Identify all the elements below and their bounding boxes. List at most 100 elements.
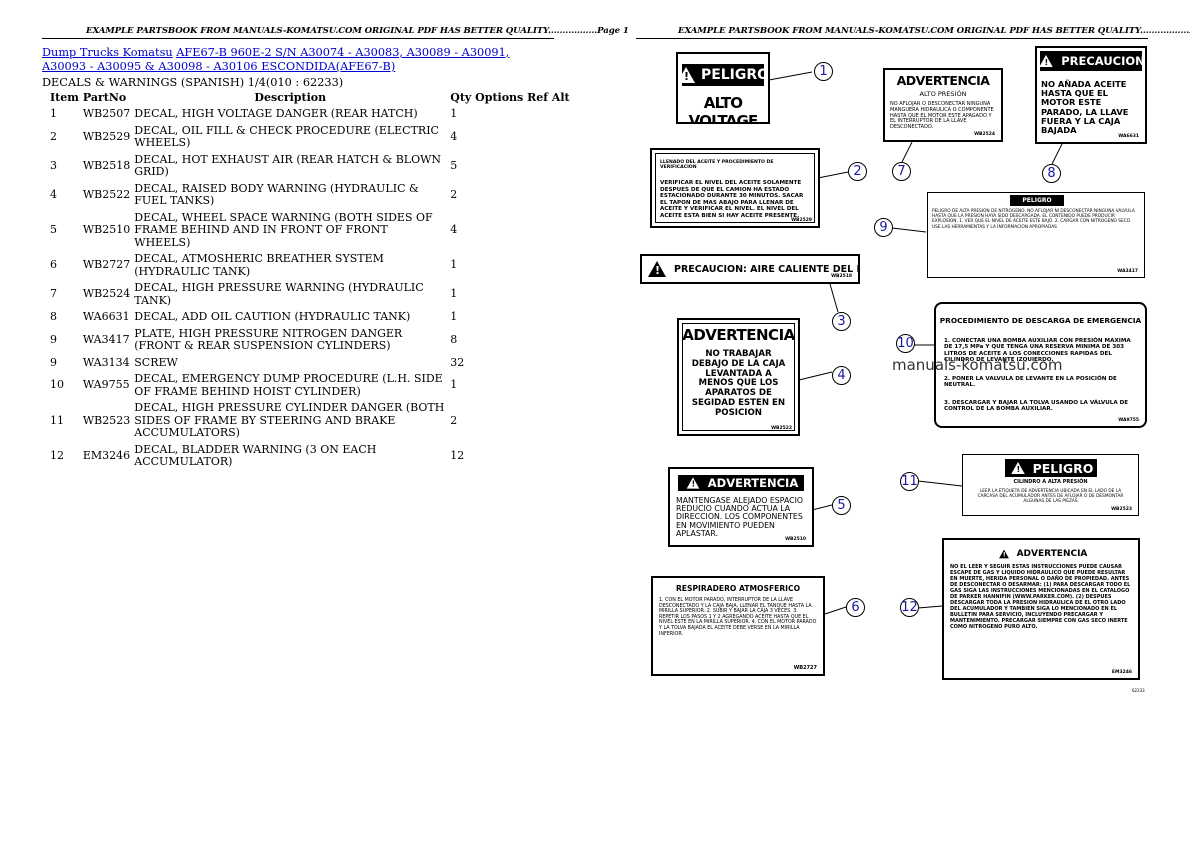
description-cell: DECAL, ADD OIL CAUTION (HYDRAULIC TANK)	[134, 310, 411, 323]
qty-cell: 32	[450, 355, 465, 369]
description-cell: DECAL, ATMOSHERIC BREATHER SYSTEM (HYDRA…	[134, 252, 384, 278]
description-cell: DECAL, EMERGENCY DUMP PROCEDURE (L.H. SI…	[134, 372, 443, 398]
breadcrumb-link-model[interactable]: AFE67-B 960E-2 S/N A30074 - A30083, A300…	[42, 46, 510, 73]
decal-11-code: WB2523	[1111, 507, 1132, 512]
warning-triangle-icon	[1010, 462, 1025, 474]
decal-10-title: PROCEDIMIENTO DE DESCARGA DE EMERGENCIA	[939, 316, 1142, 325]
description-cell: DECAL, WHEEL SPACE WARNING (BOTH SIDES O…	[134, 210, 433, 249]
decal-1-body: ALTO VOLTAGE	[688, 94, 759, 124]
decal-5-banner-text: ADVERTENCIA	[707, 476, 799, 490]
callout-11: 11	[900, 472, 919, 491]
partno-cell: WA9755	[82, 378, 130, 392]
breadcrumb: Dump Trucks Komatsu AFE67-B 960E-2 S/N A…	[42, 46, 557, 74]
description-cell: SCREW	[134, 355, 178, 369]
decal-5-banner: ADVERTENCIA	[678, 475, 804, 491]
table-header-row: Item PartNo Description Qty Options Ref …	[46, 90, 572, 106]
qty-cell: 12	[450, 448, 465, 462]
decal-2-title: LLENADO DEL ACEITE Y PROCEDIMIENTO DE VE…	[660, 160, 774, 171]
decal-4-code: WB2522	[771, 426, 792, 431]
callout-12: 12	[900, 598, 919, 617]
decal-2-body: VERIFICAR EL NIVEL DEL ACEITE SOLAMENTE …	[660, 180, 804, 219]
decal-12-banner-text: ADVERTENCIA	[1016, 549, 1088, 559]
decal-7-sub: ALTO PRESIÓN	[919, 90, 967, 98]
header-rule-left	[42, 38, 554, 39]
qty-cell: 1	[450, 378, 458, 392]
decal-11-sub: CILINDRO A ALTA PRESIÓN	[1013, 479, 1088, 485]
section-title: DECALS & WARNINGS (SPANISH) 1/4(010 : 62…	[42, 76, 344, 89]
callout-2: 2	[848, 162, 867, 181]
page-header-left: EXAMPLE PARTSBOOK FROM MANUALS-KOMATSU.C…	[86, 26, 629, 36]
decal-8-add-oil-caution: PRECAUCION NO AÑADA ACEITE HASTA QUE EL …	[1035, 46, 1147, 144]
col-header-qty-text: Qty	[450, 91, 472, 104]
description-cell: DECAL, HIGH PRESSURE WARNING (HYDRAULIC …	[134, 281, 424, 307]
decal-1-banner-text: PELIGRO	[700, 67, 770, 83]
item-cell: 11	[50, 413, 64, 427]
warning-triangle-icon	[1039, 55, 1053, 67]
table-row: 9 WA3134 SCREW 32	[46, 355, 572, 372]
breadcrumb-link-dump-trucks[interactable]: Dump Trucks Komatsu	[42, 46, 173, 59]
item-cell: 4	[50, 187, 57, 201]
decal-12-bladder-warning: ADVERTENCIA NO EL LEER Y SEGUIR ESTAS IN…	[942, 538, 1140, 680]
decal-2-inner-border	[655, 153, 815, 223]
qty-cell: 5	[450, 158, 458, 172]
decal-10-step-2: 2. PONER LA VALVULA DE LEVANTE EN LA POS…	[944, 376, 1117, 389]
col-header-options: Options	[475, 91, 524, 104]
item-cell: 10	[50, 378, 64, 392]
item-cell: 7	[50, 287, 57, 301]
col-header-ref: Ref	[527, 91, 548, 104]
decal-4-body: NO TRABAJAR DEBAJO DE LA CAJA LEVANTADA …	[691, 349, 786, 418]
decal-1-peligro-alto-voltage: PELIGRO ALTO VOLTAGE	[676, 52, 770, 124]
partno-cell: WB2522	[82, 187, 131, 201]
item-cell: 5	[50, 223, 57, 236]
description-cell: DECAL, OIL FILL & CHECK PROCEDURE (ELECT…	[134, 123, 439, 149]
item-cell: 9	[50, 332, 57, 346]
decal-12-banner: ADVERTENCIA	[944, 546, 1138, 562]
decal-11-cylinder-danger: PELIGRO CILINDRO A ALTA PRESIÓN LEER LA …	[962, 454, 1139, 516]
description-cell: DECAL, HIGH PRESSURE CYLINDER DANGER (BO…	[134, 401, 445, 439]
header-rule-right	[636, 38, 1148, 39]
description-cell: PLATE, HIGH PRESSURE NITROGEN DANGER (FR…	[134, 326, 403, 352]
item-cell: 8	[50, 310, 57, 323]
qty-cell: 2	[450, 413, 458, 427]
callout-3: 3	[832, 312, 851, 331]
decal-10-step-1: 1. CONECTAR UNA BOMBA AUXILIAR CON PRESI…	[944, 338, 1131, 364]
callout-6: 6	[846, 598, 865, 617]
decal-2-oil-fill: LLENADO DEL ACEITE Y PROCEDIMIENTO DE VE…	[650, 148, 820, 228]
partno-cell: EM3246	[82, 448, 131, 462]
partno-cell: WA3134	[82, 355, 130, 369]
decal-9-code: WA3417	[1117, 269, 1138, 274]
warning-triangle-icon	[686, 477, 700, 489]
callout-4: 4	[832, 366, 851, 385]
item-cell: 6	[50, 258, 57, 272]
decal-7-high-pressure: ADVERTENCIA ALTO PRESIÓN NO AFLOJAR O DE…	[883, 68, 1003, 142]
decal-8-body: NO AÑADA ACEITE HASTA QUE EL MOTOR ESTE …	[1041, 79, 1129, 136]
callout-8: 8	[1042, 164, 1061, 183]
item-cell: 2	[50, 129, 57, 143]
partno-cell: WB2529	[82, 129, 131, 143]
partno-cell: WB2524	[82, 287, 131, 301]
decal-3-body: PRECAUCION: AIRE CALIENTE DEL ESCAPE	[674, 264, 858, 275]
qty-cell: 4	[450, 129, 458, 143]
decal-3-code: WB2518	[831, 274, 852, 279]
decal-8-banner: PRECAUCION	[1039, 51, 1145, 71]
item-cell: 12	[50, 448, 64, 462]
decal-6-breather: RESPIRADERO ATMOSFERICO 1. CON EL MOTOR …	[651, 576, 825, 676]
decal-8-banner-text: PRECAUCION	[1061, 54, 1145, 68]
description-cell: DECAL, BLADDER WARNING (3 ON EACH ACCUMU…	[134, 442, 377, 468]
partno-cell: WA6631	[82, 310, 130, 323]
decal-10-step-3: 3. DESCARGAR Y BAJAR LA TOLVA USANDO LA …	[944, 400, 1129, 413]
col-header-description: Description	[254, 91, 327, 104]
decal-4-inner-border	[682, 323, 795, 431]
decal-8-code: WA6631	[1118, 134, 1139, 139]
item-cell: 9	[50, 355, 57, 369]
table-row: 10 WA9755 DECAL, EMERGENCY DUMP PROCEDURE …	[46, 371, 572, 400]
qty-cell: 1	[450, 310, 458, 323]
decal-4-banner: ADVERTENCIA	[682, 326, 795, 344]
warning-triangle-icon	[678, 67, 695, 83]
decal-5-body: MANTENGASE ALEJADO ESPACIO REDUCIO CUAND…	[676, 496, 804, 538]
